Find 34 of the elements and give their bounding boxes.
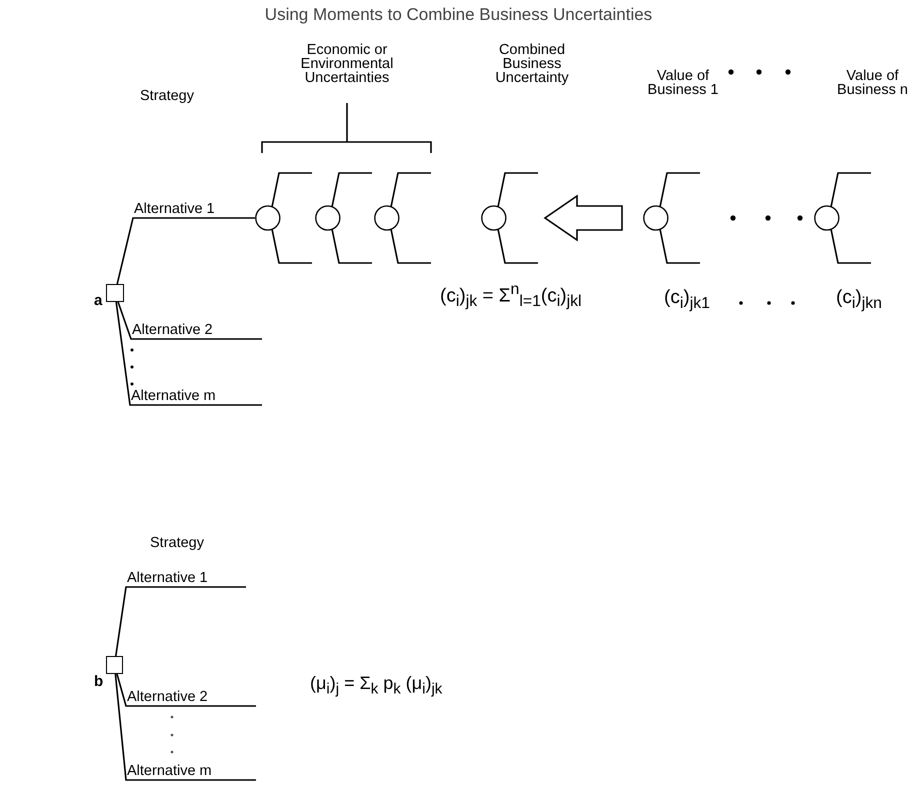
branch-line (117, 302, 262, 340)
chance-node (315, 172, 372, 264)
diagram-title: Using Moments to Combine Business Uncertainties (264, 6, 654, 23)
edge-label: Alternative 2 (132, 323, 213, 338)
formula: (c$_{i}$)$_{jk1}$ (664, 286, 711, 314)
decision-node (106, 656, 123, 674)
edge-label: Alternative 2 (127, 690, 208, 704)
branch-line (116, 217, 255, 284)
chance-node (481, 172, 538, 264)
column-heading: Combined Business Uncertainty (494, 44, 570, 86)
formula: (c$_{i}$)$_{jkn}$ (836, 286, 883, 314)
chance-node (255, 172, 312, 264)
edge-label: Alternative 1 (127, 571, 208, 586)
branch-line (115, 302, 262, 406)
block-arrow (544, 194, 623, 242)
edge-label: Alternative 1 (134, 202, 215, 216)
chance-node (374, 172, 431, 264)
branch-line (115, 586, 246, 656)
chance-node (814, 172, 871, 264)
panel-letter: b (94, 675, 104, 690)
column-heading: Value of Business 1 (646, 70, 720, 98)
column-heading: Strategy (150, 537, 205, 551)
panel-letter: a (94, 294, 104, 308)
formula: (μ$_{i}$)$_{j}$ = Σ$_{k}$ p$_{k}$ (μ$_{i}$)$_{jk}$ (310, 672, 444, 700)
branch-line (116, 674, 256, 707)
formula: (c$_{i}$)$_{jk}$ = Σ$^{n}$$_{l=1}$(c$_{i}$)$_{jkl}$ (440, 280, 583, 312)
chance-node (643, 172, 700, 264)
column-heading: Value of Business n (836, 70, 909, 98)
branch-line (114, 674, 256, 781)
decision-node (106, 284, 124, 302)
column-heading: Economic or Environmental Uncertainties (300, 44, 394, 86)
edge-label: Alternative m (131, 389, 216, 404)
edge-label: Alternative m (127, 764, 212, 778)
column-heading: Strategy (140, 90, 195, 104)
